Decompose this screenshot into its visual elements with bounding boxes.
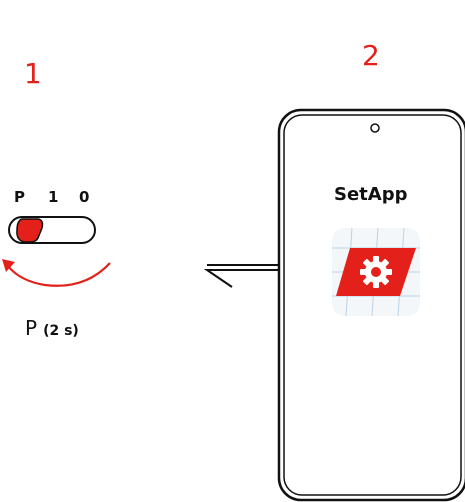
step-number-1: 1 [24,57,42,90]
switch-label-1: 1 [48,188,59,206]
switch-knob [16,218,44,243]
mode-switch [8,216,96,244]
camera-icon [370,123,380,133]
rotate-arrow-icon [2,259,111,287]
app-name: SetApp [334,184,408,205]
switch-label-0: 0 [79,188,90,206]
caption-key: P [25,316,38,340]
step-number-2: 2 [362,39,380,72]
app-icon[interactable] [332,227,420,317]
gear-icon [360,256,392,288]
switch-label-p: P [14,188,25,206]
switch-caption: P (2 s) [25,316,79,340]
caption-duration: (2 s) [43,323,79,339]
